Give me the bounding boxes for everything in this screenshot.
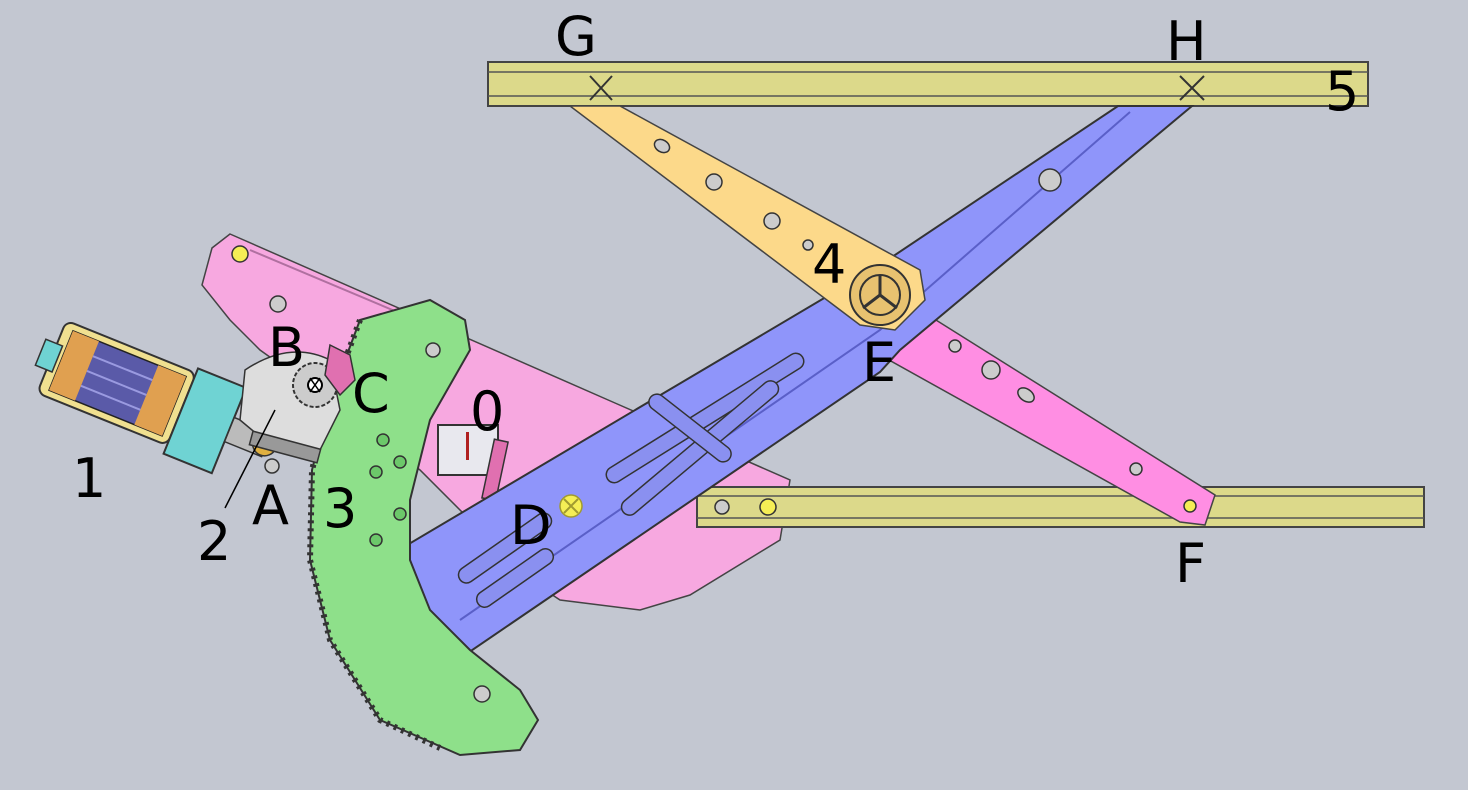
label-h: H xyxy=(1166,10,1207,73)
label-1: 1 xyxy=(72,447,106,510)
pivot-marker xyxy=(559,494,583,518)
label-g: G xyxy=(555,5,597,68)
sector-gear xyxy=(306,298,540,757)
label-c: C xyxy=(352,362,390,425)
lower-rail xyxy=(696,486,1425,528)
label-b: B xyxy=(268,316,305,379)
upper-arm xyxy=(567,105,926,331)
label-d: D xyxy=(510,494,552,557)
label-a: A xyxy=(252,474,289,537)
upper-rail xyxy=(487,61,1369,107)
gearbox xyxy=(224,343,356,509)
label-3: 3 xyxy=(323,477,357,540)
label-5: 5 xyxy=(1325,60,1359,123)
label-e: E xyxy=(862,331,896,394)
label-4: 4 xyxy=(812,233,846,296)
label-2: 2 xyxy=(197,510,231,573)
label-f: F xyxy=(1175,532,1206,595)
pivot-f xyxy=(1183,499,1197,513)
main-arm xyxy=(363,105,1195,677)
label-0: 0 xyxy=(470,380,504,443)
